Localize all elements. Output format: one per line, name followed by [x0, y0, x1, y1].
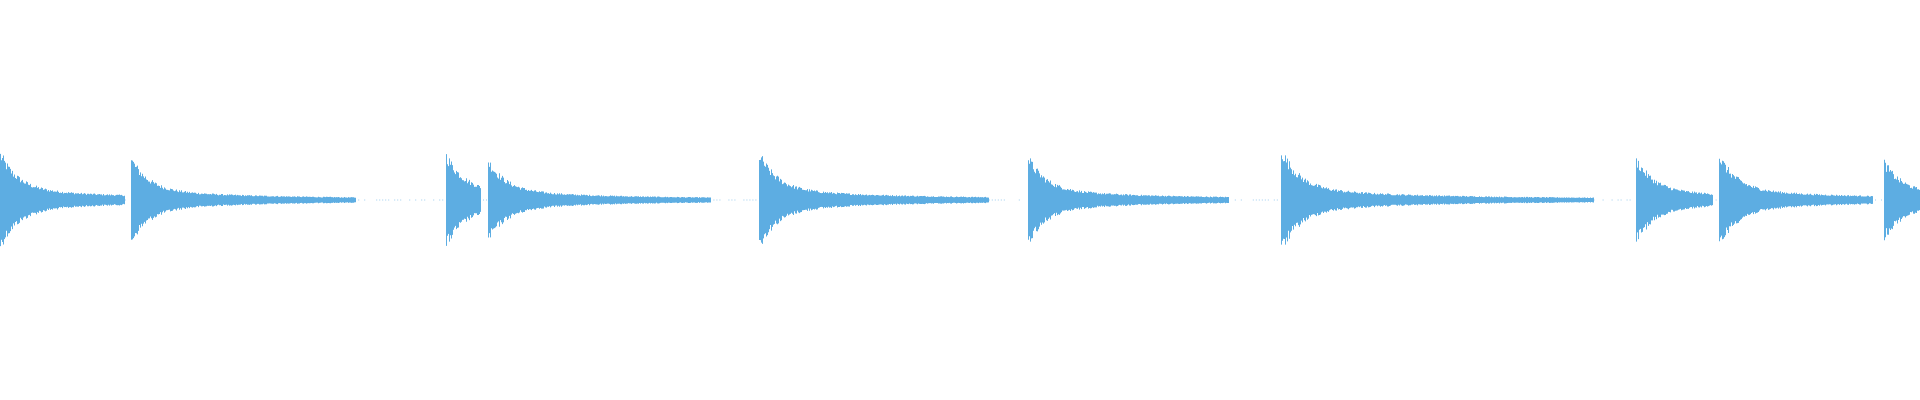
waveform-view: [0, 153, 1920, 247]
audio-waveform: [0, 153, 1920, 247]
